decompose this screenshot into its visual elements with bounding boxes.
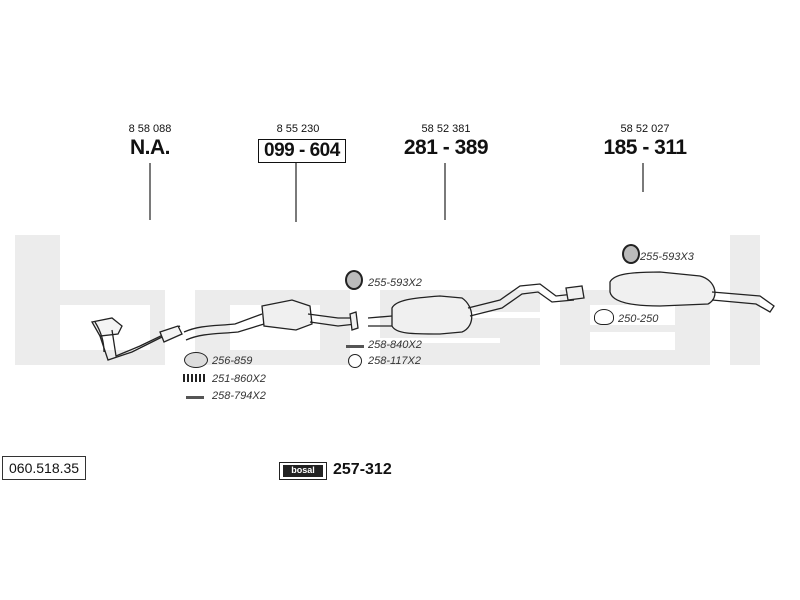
rubber-hanger-icon: [622, 244, 640, 264]
accessory-label: 258-117X2: [368, 355, 422, 367]
part-number-3: 281 - 389: [403, 136, 489, 159]
catalog-number: 060.518.35: [2, 456, 87, 480]
rear-silencer: [609, 271, 775, 313]
seal-ring-icon: [184, 352, 208, 368]
front-pipe: [90, 317, 183, 361]
bolt-icon: [186, 396, 204, 399]
part-number-2[interactable]: 099 - 604: [258, 139, 346, 163]
accessory-label: 256-859: [212, 355, 253, 367]
leader-lines: [149, 163, 644, 222]
middle-silencer: [367, 283, 585, 335]
oe-number-2: 8 55 230: [276, 123, 320, 135]
spring-icon: [183, 374, 205, 382]
accessory-label: 258-840X2: [368, 339, 422, 351]
oe-number-4: 58 52 027: [620, 123, 670, 135]
bolt-icon: [346, 345, 364, 348]
part-number-1: N.A.: [130, 136, 171, 159]
bosal-logo-text: bosal: [283, 465, 323, 477]
accessory-label: 251-860X2: [212, 373, 266, 385]
kit-number[interactable]: 257-312: [333, 461, 392, 478]
bosal-logo: bosal: [279, 462, 327, 480]
accessory-label: 255-593X2: [368, 277, 422, 289]
oe-number-1: 8 58 088: [128, 123, 172, 135]
part-number-4: 185 - 311: [603, 136, 687, 159]
bosal-watermark: [15, 235, 760, 365]
rubber-hanger-icon: [345, 270, 363, 290]
accessory-label: 250-250: [618, 313, 659, 325]
accessory-label: 258-794X2: [212, 390, 266, 402]
gasket-icon: [348, 354, 362, 368]
catalytic-converter: [183, 299, 359, 341]
clamp-icon: [594, 309, 614, 325]
oe-number-3: 58 52 381: [421, 123, 471, 135]
accessory-label: 255-593X3: [640, 251, 694, 263]
